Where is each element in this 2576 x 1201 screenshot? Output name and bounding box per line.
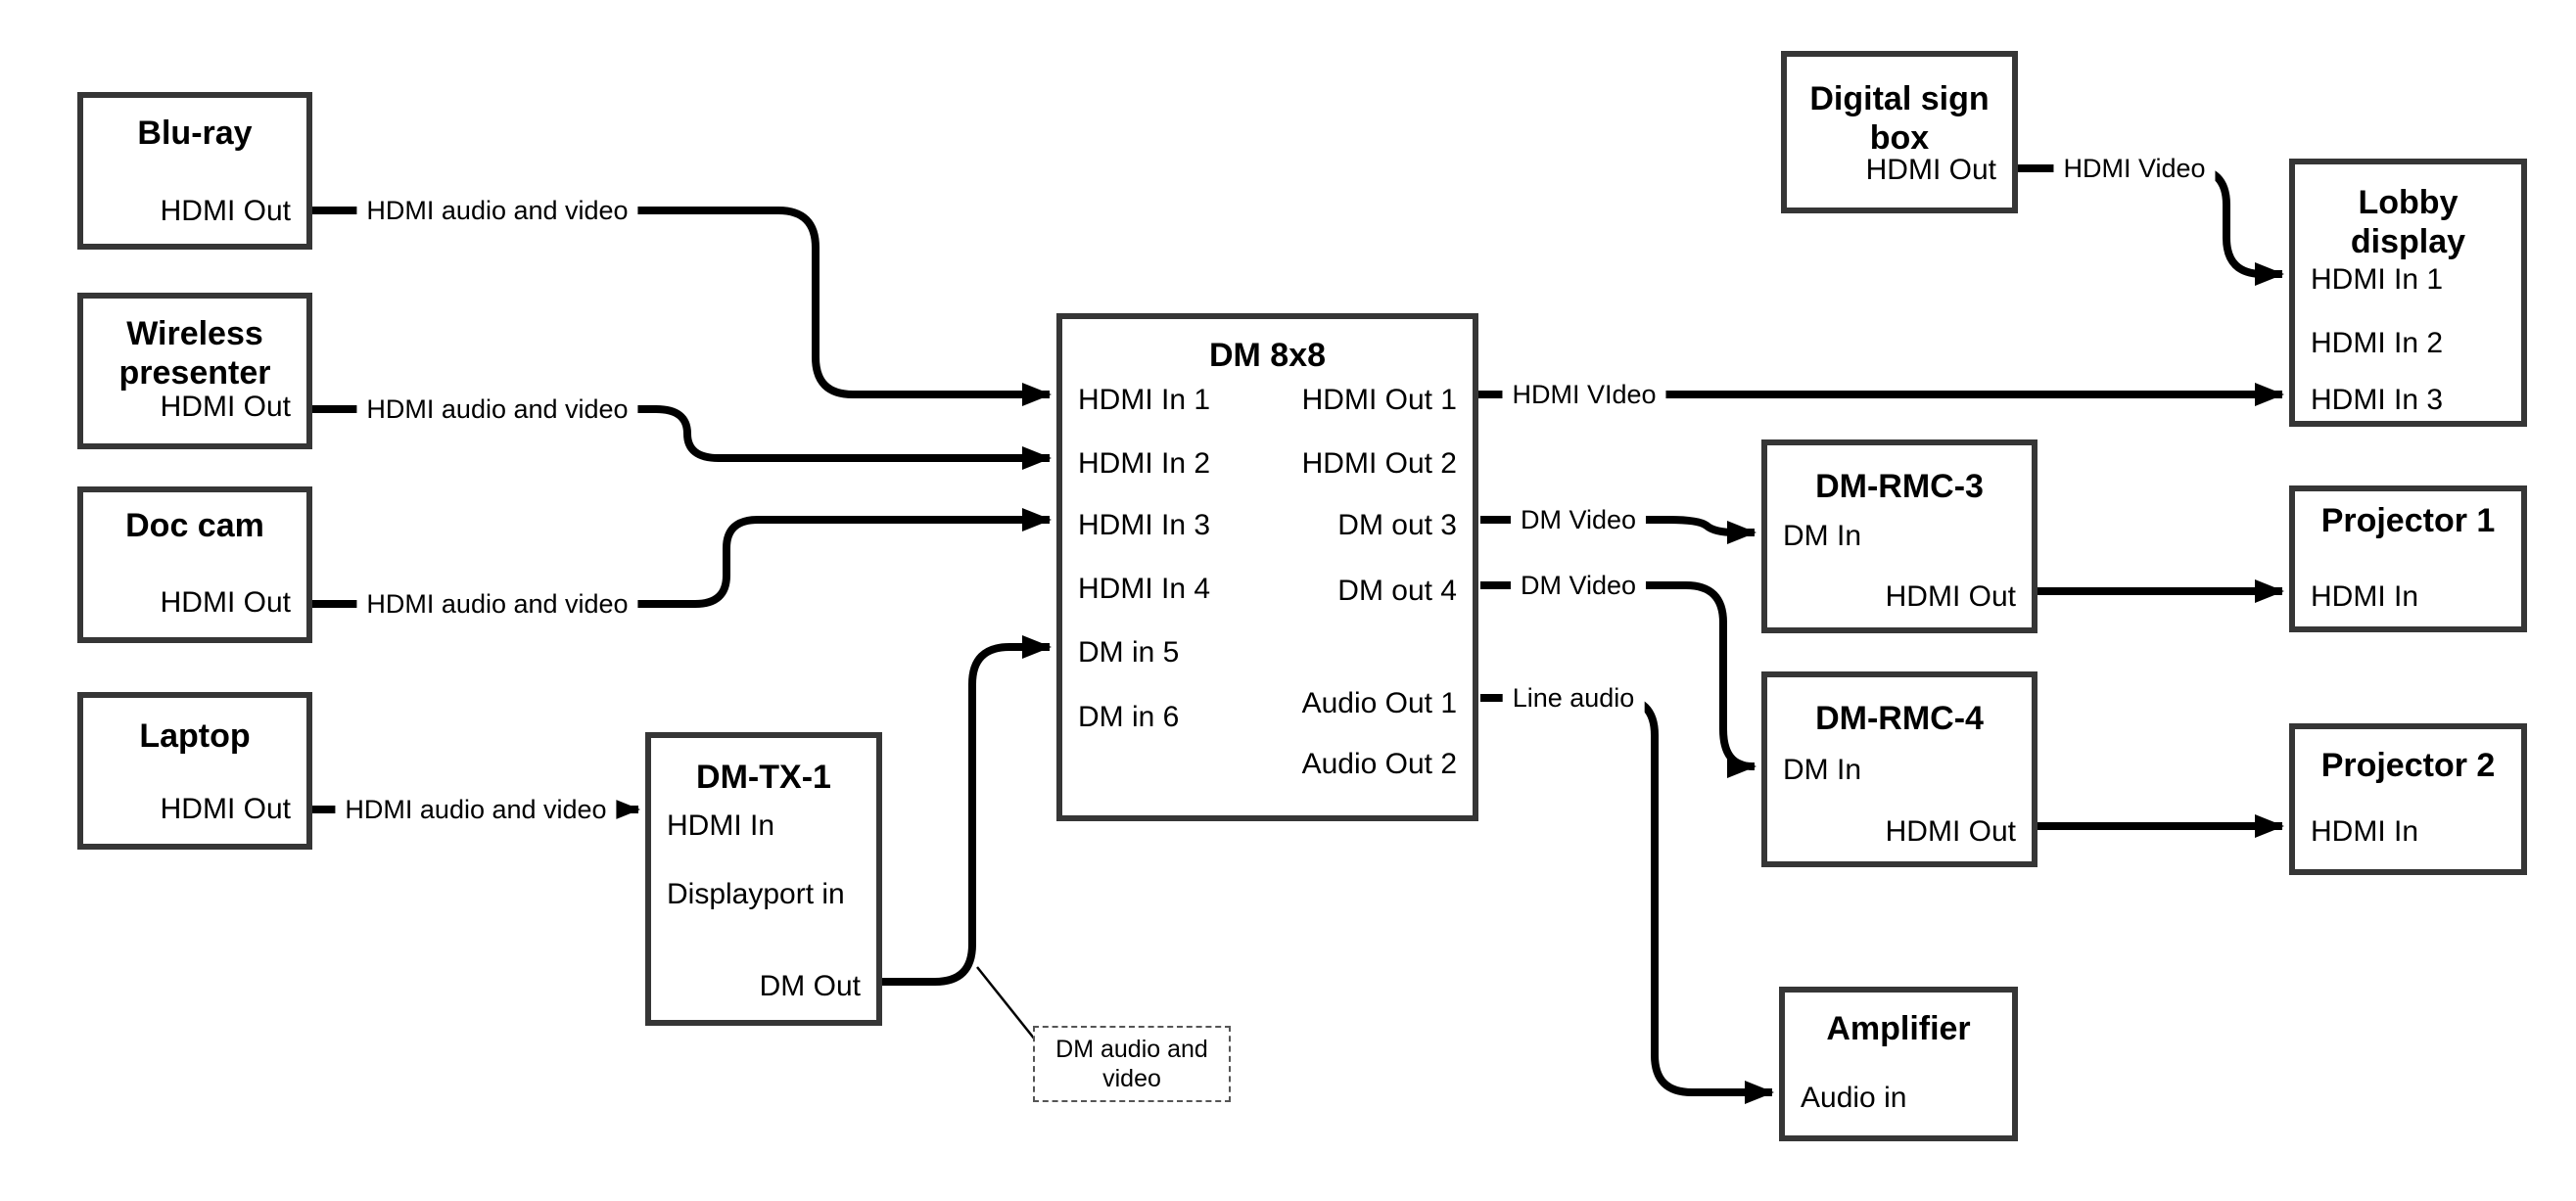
port-hdmi-out-1: HDMI Out 1 bbox=[1301, 384, 1457, 416]
node-title: Digital sign box bbox=[1809, 80, 1990, 157]
node-title: DM-RMC-3 bbox=[1815, 468, 1984, 505]
node-lobby-display: Lobby display HDMI In 1 HDMI In 2 HDMI I… bbox=[2289, 159, 2527, 427]
port-hdmi-out: HDMI Out bbox=[160, 793, 291, 825]
port-hdmi-in-2: HDMI In 2 bbox=[1078, 447, 1211, 480]
node-title: Doc cam bbox=[125, 507, 264, 544]
edge-label-hdmi-audio-video-4: HDMI audio and video bbox=[335, 794, 617, 825]
callout-leader-line bbox=[976, 966, 1036, 1040]
node-digital-sign-box: Digital sign box HDMI Out bbox=[1781, 51, 2018, 213]
port-hdmi-out: HDMI Out bbox=[160, 586, 291, 619]
callout-dm-audio-and-video: DM audio and video bbox=[1033, 1026, 1231, 1102]
port-hdmi-out: HDMI Out bbox=[160, 391, 291, 423]
node-amplifier: Amplifier Audio in bbox=[1779, 987, 2018, 1141]
node-title: Blu-ray bbox=[137, 115, 253, 152]
node-title: Lobby display bbox=[2350, 184, 2466, 260]
port-hdmi-in-3: HDMI In 3 bbox=[2311, 384, 2444, 416]
port-hdmi-in: HDMI In bbox=[667, 809, 775, 842]
port-hdmi-out: HDMI Out bbox=[160, 195, 291, 227]
port-hdmi-in: HDMI In bbox=[2311, 580, 2419, 613]
port-hdmi-in-4: HDMI In 4 bbox=[1078, 573, 1211, 605]
port-hdmi-out: HDMI Out bbox=[1865, 154, 1996, 186]
edge-bluray-to-hdmi-in-1 bbox=[312, 207, 1052, 406]
port-hdmi-in-1: HDMI In 1 bbox=[2311, 263, 2444, 296]
port-audio-out-2: Audio Out 2 bbox=[1301, 748, 1457, 780]
node-dm-tx-1: DM-TX-1 HDMI In Displayport in DM Out bbox=[645, 732, 882, 1026]
port-dm-in-6: DM in 6 bbox=[1078, 701, 1180, 733]
node-title: DM-RMC-4 bbox=[1815, 700, 1984, 737]
port-hdmi-in-3: HDMI In 3 bbox=[1078, 509, 1211, 541]
port-dm-out-4: DM out 4 bbox=[1337, 575, 1457, 607]
node-title: Laptop bbox=[139, 717, 251, 755]
edge-digital-sign-to-lobby bbox=[2018, 164, 2284, 286]
node-title: Projector 2 bbox=[2320, 747, 2496, 784]
port-dm-out: DM Out bbox=[759, 970, 861, 1002]
port-audio-out-1: Audio Out 1 bbox=[1301, 687, 1457, 719]
edge-dm-tx-1-to-dm-in-5 bbox=[882, 635, 1052, 986]
node-title: Wireless presenter bbox=[118, 315, 271, 392]
port-dm-in: DM In bbox=[1783, 520, 1862, 552]
edge-label-dm-video-out3: DM Video bbox=[1510, 504, 1647, 535]
port-hdmi-in: HDMI In bbox=[2311, 815, 2419, 848]
node-projector-2: Projector 2 HDMI In bbox=[2289, 723, 2527, 875]
port-dm-in-5: DM in 5 bbox=[1078, 636, 1180, 669]
node-title: DM-TX-1 bbox=[696, 759, 831, 796]
node-dm-8x8: DM 8x8 HDMI In 1 HDMI In 2 HDMI In 3 HDM… bbox=[1056, 313, 1478, 821]
node-title: Amplifier bbox=[1826, 1010, 1971, 1047]
node-dm-rmc-3: DM-RMC-3 DM In HDMI Out bbox=[1761, 439, 2037, 633]
port-dm-out-3: DM out 3 bbox=[1337, 509, 1457, 541]
edge-label-hdmi-audio-video-1: HDMI audio and video bbox=[356, 195, 638, 226]
port-hdmi-out-2: HDMI Out 2 bbox=[1301, 447, 1457, 480]
node-dm-rmc-4: DM-RMC-4 DM In HDMI Out bbox=[1761, 671, 2037, 867]
node-title: DM 8x8 bbox=[1208, 337, 1327, 374]
edge-label-hdmi-audio-video-2: HDMI audio and video bbox=[356, 393, 638, 425]
port-hdmi-out: HDMI Out bbox=[1885, 580, 2016, 613]
node-wireless-presenter: Wireless presenter HDMI Out bbox=[77, 293, 312, 449]
edge-label-dm-video-out4: DM Video bbox=[1510, 570, 1647, 601]
edge-audio-out-1-to-amplifier bbox=[1480, 694, 1774, 1104]
edge-label-hdmi-video-out1: HDMI VIdeo bbox=[1502, 379, 1666, 410]
node-projector-1: Projector 1 HDMI In bbox=[2289, 485, 2527, 632]
port-audio-in: Audio in bbox=[1801, 1082, 1907, 1114]
edge-label-line-audio: Line audio bbox=[1502, 682, 1645, 714]
edge-dm-out-4-to-rmc4 bbox=[1480, 581, 1756, 778]
node-doc-cam: Doc cam HDMI Out bbox=[77, 486, 312, 643]
edge-label-hdmi-video-sign: HDMI Video bbox=[2053, 153, 2216, 184]
port-hdmi-in-1: HDMI In 1 bbox=[1078, 384, 1211, 416]
node-laptop: Laptop HDMI Out bbox=[77, 692, 312, 850]
port-dm-in: DM In bbox=[1783, 754, 1862, 786]
port-displayport-in: Displayport in bbox=[667, 878, 845, 910]
port-hdmi-out: HDMI Out bbox=[1885, 815, 2016, 848]
node-bluray: Blu-ray HDMI Out bbox=[77, 92, 312, 250]
port-hdmi-in-2: HDMI In 2 bbox=[2311, 327, 2444, 359]
edge-label-hdmi-audio-video-3: HDMI audio and video bbox=[356, 588, 638, 620]
node-title: Projector 1 bbox=[2320, 502, 2496, 539]
